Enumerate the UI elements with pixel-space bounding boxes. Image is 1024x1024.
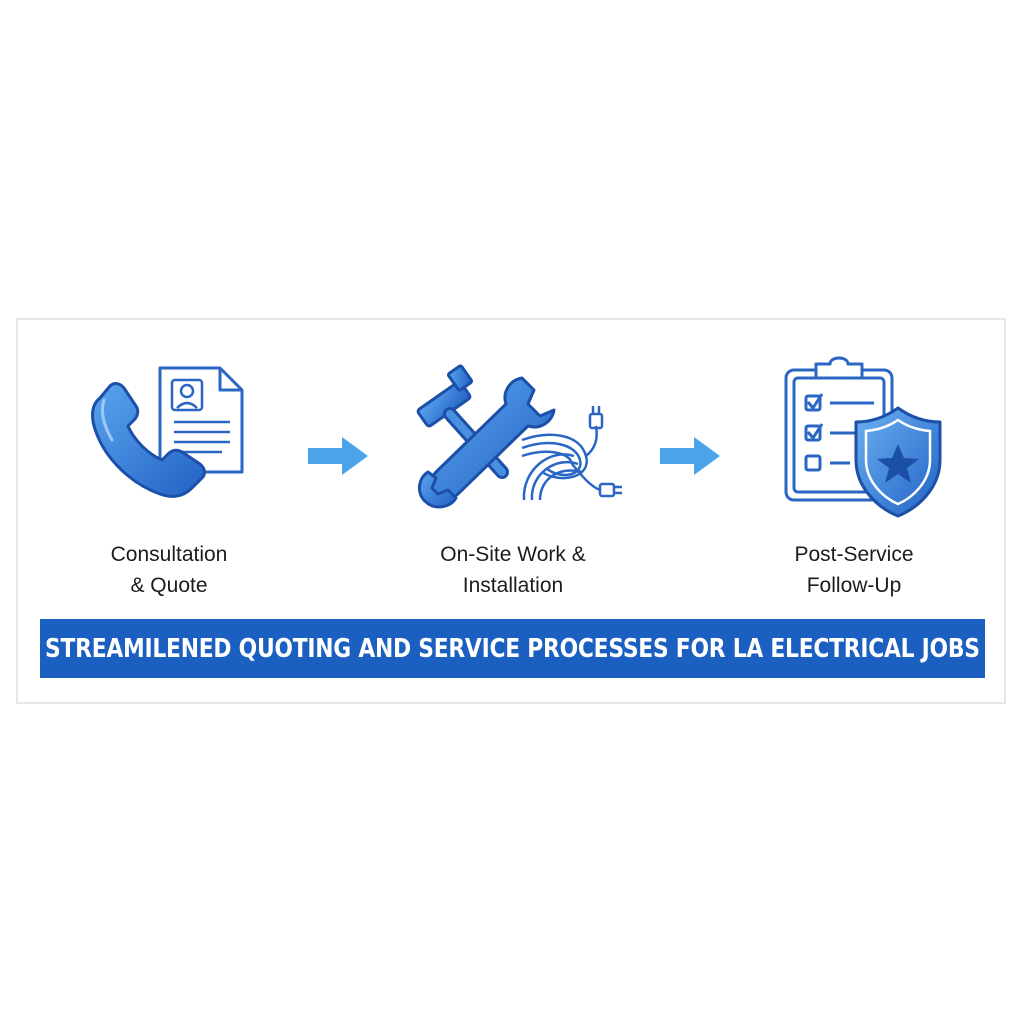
title-banner: STREAMILENED QUOTING AND SERVICE PROCESS… <box>40 619 985 678</box>
arrow-right-icon <box>660 437 720 475</box>
wrench-icon <box>418 376 556 509</box>
step-1-label: Consultation & Quote <box>110 543 228 597</box>
shield-star-icon <box>854 406 942 518</box>
step-3-icon-group <box>784 356 942 518</box>
step-2-label: On-Site Work & Installation <box>440 543 586 597</box>
arrow-right-icon <box>308 437 368 475</box>
document-profile-icon <box>158 366 244 474</box>
banner-title: STREAMILENED QUOTING AND SERVICE PROCESS… <box>45 633 980 664</box>
cable-plug-icon <box>521 406 622 501</box>
step-1-icon-group <box>91 366 244 498</box>
phone-icon <box>91 382 206 498</box>
step-2-icon-group <box>416 364 622 509</box>
step-3-label: Post-Service Follow-Up <box>794 543 914 597</box>
